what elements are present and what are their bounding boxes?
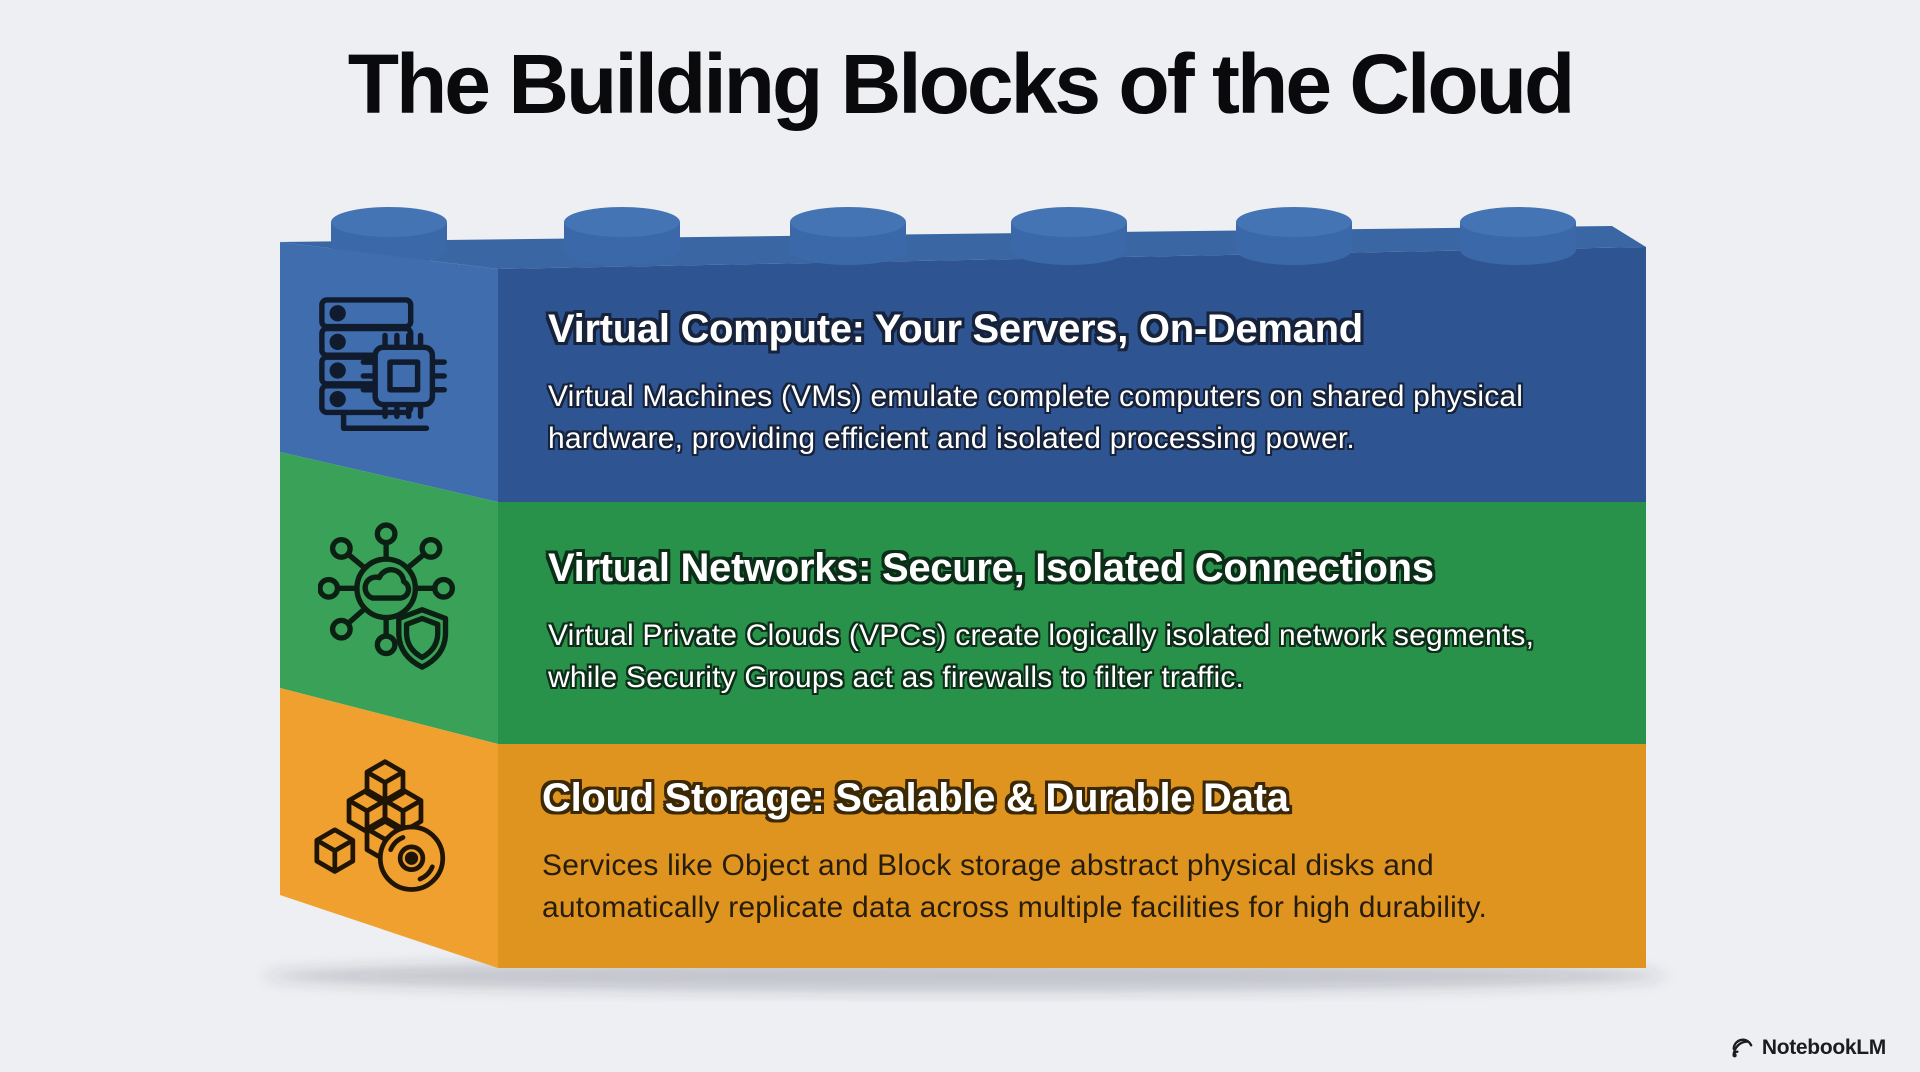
brick-stud bbox=[790, 207, 906, 265]
front-face-compute bbox=[498, 247, 1646, 502]
watermark: NotebookLM bbox=[1729, 1036, 1886, 1060]
section-heading: Cloud Storage: Scalable & Durable Data bbox=[542, 776, 1289, 820]
section-heading: Virtual Compute: Your Servers, On-Demand bbox=[548, 307, 1363, 351]
side-face-storage bbox=[280, 688, 498, 968]
network-shield-icon bbox=[318, 522, 455, 670]
section-body: Services like Object and Block storage a… bbox=[542, 849, 1488, 924]
watermark-label: NotebookLM bbox=[1761, 1036, 1886, 1059]
front-face-network bbox=[498, 502, 1646, 744]
page-title: The Building Blocks of the Cloud bbox=[347, 37, 1576, 131]
section-body: Virtual Private Clouds (VPCs) create log… bbox=[548, 619, 1535, 694]
brick-stud bbox=[1011, 207, 1127, 265]
brick-stud bbox=[1460, 207, 1576, 265]
server-cpu-icon bbox=[319, 297, 447, 431]
section-body: Virtual Machines (VMs) emulate complete … bbox=[548, 380, 1524, 455]
notebooklm-logo-icon bbox=[1732, 1038, 1753, 1058]
brick-stud bbox=[564, 207, 680, 265]
section-cloud-storage: Cloud Storage: Scalable & Durable Data S… bbox=[542, 775, 1564, 929]
storage-cubes-icon bbox=[314, 759, 446, 892]
brick-stud bbox=[1236, 207, 1352, 265]
section-heading: Virtual Networks: Secure, Isolated Conne… bbox=[548, 546, 1434, 590]
front-face-storage bbox=[498, 744, 1646, 968]
section-virtual-compute: Virtual Compute: Your Servers, On-Demand… bbox=[548, 306, 1570, 460]
section-virtual-networks: Virtual Networks: Secure, Isolated Conne… bbox=[548, 545, 1570, 699]
